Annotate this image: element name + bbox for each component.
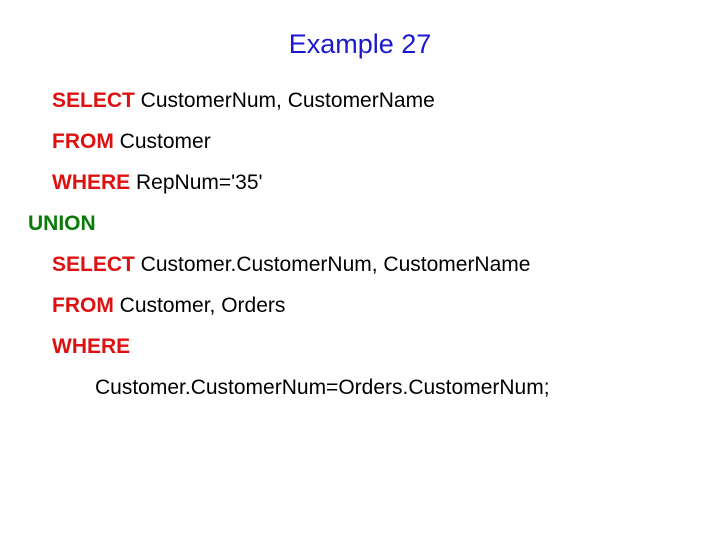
sql-expression: RepNum='35' bbox=[130, 171, 263, 194]
sql-expression: Customer bbox=[113, 130, 211, 153]
sql-keyword: WHERE bbox=[52, 335, 131, 358]
sql-keyword: WHERE bbox=[52, 171, 131, 194]
code-line: FROM Customer, Orders bbox=[0, 285, 720, 326]
sql-keyword: FROM bbox=[52, 294, 114, 317]
code-line: SELECT CustomerNum, CustomerName bbox=[0, 80, 720, 121]
sql-keyword: UNION bbox=[28, 212, 96, 235]
code-line: WHERE RepNum='35' bbox=[0, 162, 720, 203]
code-line: SELECT Customer.CustomerNum, CustomerNam… bbox=[0, 244, 720, 285]
code-line: UNION bbox=[0, 203, 720, 244]
sql-keyword: FROM bbox=[52, 130, 114, 153]
sql-expression: Customer, Orders bbox=[113, 294, 286, 317]
page-title: Example 27 bbox=[288, 29, 432, 59]
sql-expression: Customer.CustomerNum=Orders.CustomerNum; bbox=[95, 376, 550, 399]
code-line: Customer.CustomerNum=Orders.CustomerNum; bbox=[0, 367, 720, 408]
sql-keyword: SELECT bbox=[52, 253, 135, 276]
sql-keyword: SELECT bbox=[52, 89, 135, 112]
code-line: WHERE bbox=[0, 326, 720, 367]
sql-expression: CustomerNum, CustomerName bbox=[134, 89, 435, 112]
code-line: FROM Customer bbox=[0, 121, 720, 162]
sql-expression: Customer.CustomerNum, CustomerName bbox=[134, 253, 531, 276]
